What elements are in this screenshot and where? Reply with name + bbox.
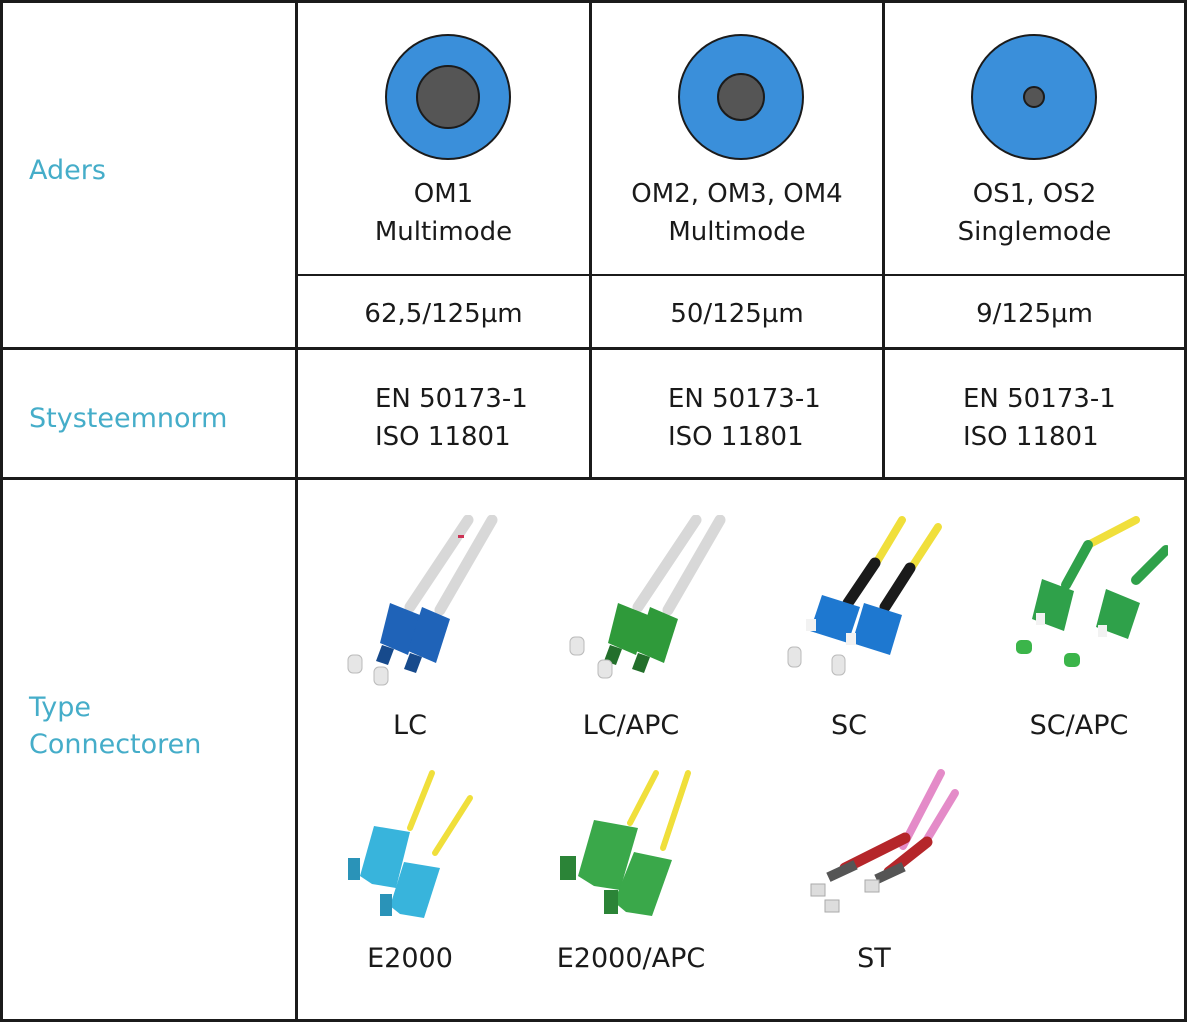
st-duplex-connector-icon: [810, 769, 959, 913]
sc-apc-duplex-connector-icon: [1016, 516, 1168, 667]
e2000-duplex-connector-icon: [348, 770, 473, 918]
connector-label-e2000-apc: E2000/APC: [556, 943, 706, 974]
row-label-aders: Aders: [29, 155, 106, 186]
fiber-mode: Singlemode: [957, 217, 1112, 247]
fiber-type-name: OM1: [413, 179, 474, 209]
fiber-size-os1-os2: 9/125µm: [976, 299, 1093, 329]
row-label-connectoren: Type Connectoren: [29, 692, 202, 760]
column-divider-label: [295, 0, 298, 1022]
row-divider-norm: [0, 347, 1187, 350]
connector-label-sc: SC: [831, 710, 867, 741]
fiber-mode: Multimode: [374, 217, 513, 247]
column-divider-2: [882, 0, 885, 478]
norm-iso: ISO 11801: [668, 422, 804, 452]
connector-label-lc-apc: LC/APC: [582, 710, 680, 741]
fiber-type-om2-om3-om4: OM2, OM3, OM4 Multimode: [592, 175, 882, 251]
lc-apc-duplex-connector-icon: [569, 515, 726, 679]
norm-en: EN 50173-1: [668, 384, 821, 414]
lc-duplex-connector-icon: [347, 515, 498, 686]
row-divider-connectors: [0, 477, 1187, 480]
table-border-left: [0, 0, 3, 1022]
row-label-systeemnorm: Stysteemnorm: [29, 403, 228, 434]
fiber-size-om1: 62,5/125µm: [364, 299, 523, 329]
connector-label-st: ST: [857, 943, 891, 974]
norm-os1-os2: EN 50173-1 ISO 11801: [963, 380, 1173, 456]
norm-om1: EN 50173-1 ISO 11801: [375, 380, 585, 456]
os1-os2-fiber-cross-section-icon: [971, 34, 1097, 160]
fiber-type-om1: OM1 Multimode: [298, 175, 589, 251]
fiber-size-om2-om3-om4: 50/125µm: [670, 299, 804, 329]
fiber-type-name: OS1, OS2: [972, 179, 1097, 209]
norm-iso: ISO 11801: [963, 422, 1099, 452]
norm-en: EN 50173-1: [963, 384, 1116, 414]
table-border-top: [0, 0, 1187, 3]
connector-label-e2000: E2000: [367, 943, 453, 974]
row-divider-size: [295, 274, 1187, 276]
norm-om2-om3-om4: EN 50173-1 ISO 11801: [668, 380, 878, 456]
om2-om3-om4-fiber-cross-section-icon: [678, 34, 804, 160]
connector-label-sc-apc: SC/APC: [1029, 710, 1129, 741]
norm-iso: ISO 11801: [375, 422, 511, 452]
fiber-type-os1-os2: OS1, OS2 Singlemode: [885, 175, 1184, 251]
connector-label-lc: LC: [393, 710, 427, 741]
column-divider-1: [589, 0, 592, 478]
sc-duplex-connector-icon: [787, 516, 942, 676]
norm-en: EN 50173-1: [375, 384, 528, 414]
table-border-bottom: [0, 1019, 1187, 1022]
fiber-type-name: OM2, OM3, OM4: [631, 179, 843, 209]
fiber-mode: Multimode: [668, 217, 806, 247]
e2000-apc-duplex-connector-icon: [560, 770, 691, 916]
table-border-right: [1184, 0, 1187, 1022]
om1-fiber-cross-section-icon: [385, 34, 511, 160]
